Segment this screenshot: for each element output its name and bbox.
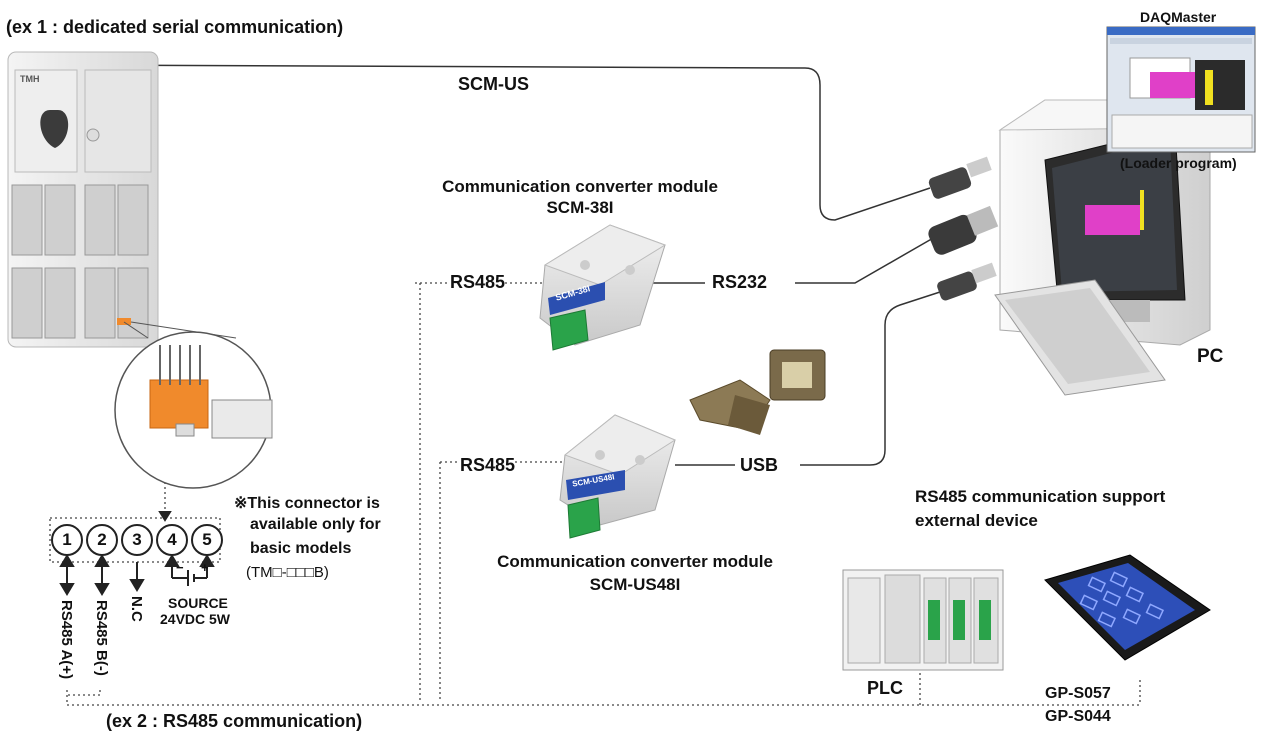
connector-zoom [114,321,273,489]
connector-note-line4: (TM□-□□□B) [246,564,329,581]
support-label-line1: RS485 communication support [915,487,1166,506]
converter1-name: Communication converter module [442,177,718,196]
diagram-title: (ex 1 : dedicated serial communication) [6,17,344,37]
terminal-pin-3: 3 [121,524,153,556]
terminal-pin-5: 5 [191,524,223,556]
pin1-label: RS485 A(+) [58,600,75,680]
daqmaster-label: DAQMaster [1140,9,1217,25]
source-label-line2: 24VDC 5W [160,611,231,627]
source-label-line1: SOURCE [168,595,228,611]
connector-note-line3: basic models [250,540,352,557]
scm-us-cable [54,58,931,221]
footer-title: (ex 2 : RS485 communication) [106,711,363,731]
pin3-label: N.C [128,596,145,622]
plus-sign: + [201,560,209,575]
gp-s044-label: GP-S044 [1045,708,1111,725]
usb-cable [675,291,941,466]
connector-note-line2: available only for [250,516,381,533]
usb-label: USB [740,455,779,476]
gp-s057-label: GP-S057 [1045,685,1111,702]
daqmaster-screenshot [1106,26,1256,153]
converter1-model: SCM-38I [546,198,614,217]
terminal-pin-4: 4 [156,524,188,556]
converter-scm-38i [539,224,667,351]
tm-device [7,51,159,348]
pc-keyboard [994,279,1166,396]
converter2-name: Communication converter module [497,552,773,571]
support-label-line2: external device [915,511,1038,530]
minus-sign: − [176,560,184,575]
rs485-label-bottom: RS485 [460,455,516,476]
rs485-label-top: RS485 [450,272,506,293]
gp-touch-panel [1044,554,1211,661]
converter-scm-us48i [559,414,677,539]
scm-us-label: SCM-US [458,74,529,94]
terminal-pin-2: 2 [86,524,118,556]
loader-program-label: (Loader program) [1120,155,1237,171]
plc-device [842,569,1004,671]
usb-plug-image [689,349,826,435]
device-brand: TMH [20,74,40,84]
pc-cable-plugs [928,156,999,301]
pc-label: PC [1197,346,1224,367]
connector-note-line1: ※This connector is [234,495,380,512]
rs232-label: RS232 [712,272,768,293]
pin2-label: RS485 B(-) [93,600,110,676]
rs232-cable [645,236,936,284]
plc-label: PLC [867,678,903,698]
terminal-pin-1: 1 [51,524,83,556]
pc-monitor [1044,127,1186,322]
converter2-model: SCM-US48I [589,575,681,594]
pin-arrows [59,511,215,596]
